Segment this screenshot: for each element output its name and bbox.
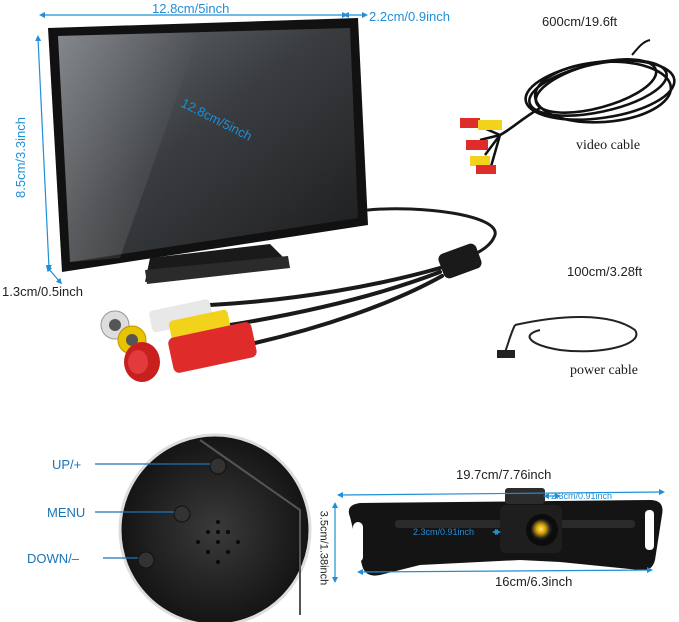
button-pointer-lines xyxy=(95,463,210,559)
power-cable-length-label: 100cm/3.28ft xyxy=(567,264,643,279)
button-up-label: UP/+ xyxy=(52,457,82,472)
monitor-width-label: 12.8cm/5inch xyxy=(152,1,230,16)
power-cable-name: power cable xyxy=(570,363,639,378)
monitor-height-label: 8.5cm/3.3inch xyxy=(12,117,28,198)
monitor xyxy=(48,18,368,284)
bracket-width-label: 19.7cm/7.76inch xyxy=(456,467,552,482)
monitor-base-label: 1.3cm/0.5inch xyxy=(2,284,83,299)
button-panel-zoom xyxy=(118,433,312,622)
video-cable-coil xyxy=(499,39,676,137)
monitor-depth-label: 2.2cm/0.9inch xyxy=(369,9,450,24)
power-cable xyxy=(497,316,638,358)
monitor-rca-connectors xyxy=(100,299,257,382)
camera-dimension-lines xyxy=(332,489,665,583)
button-down-label: DOWN/– xyxy=(27,551,79,566)
bracket-height-label: 3.5cm/1.38inch xyxy=(317,510,330,586)
button-menu-label: MENU xyxy=(47,505,86,520)
camera-width-label: 2.3cm/0.91inch xyxy=(551,491,613,501)
video-cable-name: video cable xyxy=(576,138,641,153)
video-cable-rca xyxy=(460,118,502,174)
license-plate-camera xyxy=(348,488,663,576)
video-cable-length-label: 600cm/19.6ft xyxy=(542,14,618,29)
hole-spacing-label: 16cm/6.3inch xyxy=(495,574,573,589)
monitor-cable xyxy=(208,207,497,345)
camera-height-label: 2.3cm/0.91inch xyxy=(413,527,475,537)
